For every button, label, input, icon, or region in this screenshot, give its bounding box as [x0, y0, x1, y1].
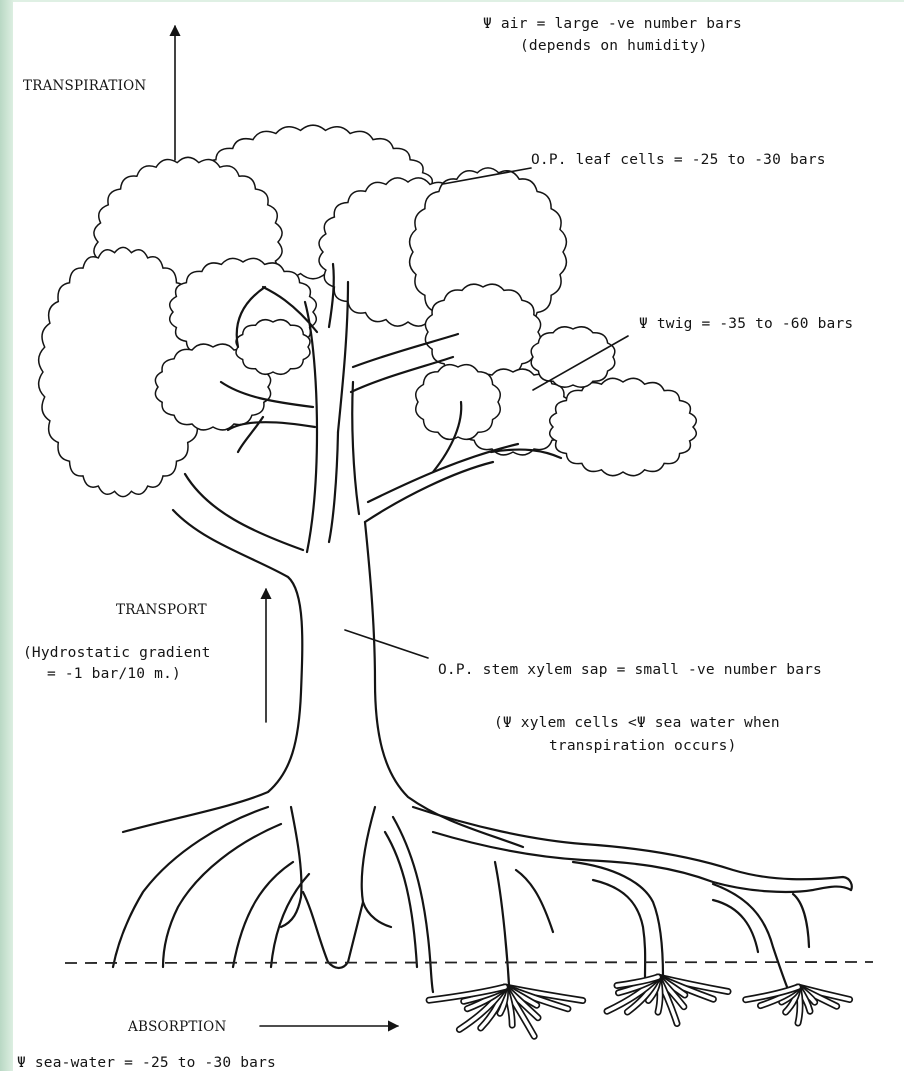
twig-potential-label: Ψ twig = -35 to -60 bars: [639, 314, 853, 334]
stem-xylem-leader: [345, 630, 428, 658]
tree-canopy: [39, 125, 697, 496]
air-humidity-note: (depends on humidity): [520, 36, 708, 56]
leaf-cluster: [550, 378, 697, 475]
hydrostatic-gradient-value: = -1 bar/10 m.): [47, 664, 181, 684]
prop-roots: [113, 807, 852, 1002]
xylem-note-line-2: transpiration occurs): [549, 736, 737, 756]
transport-label: TRANSPORT: [116, 600, 207, 620]
sea-water-potential-label: Ψ sea-water = -25 to -30 bars: [17, 1053, 276, 1071]
water-level-line: [65, 962, 873, 963]
air-potential-label: Ψ air = large -ve number bars: [483, 14, 742, 34]
hydrostatic-gradient-label: (Hydrostatic gradient: [23, 643, 211, 663]
leaf-cluster: [531, 327, 615, 387]
transpiration-label: TRANSPIRATION: [23, 76, 146, 96]
stem-xylem-label: O.P. stem xylem sap = small -ve number b…: [438, 660, 822, 680]
absorption-label: ABSORPTION: [128, 1017, 226, 1037]
leaf-cluster: [236, 320, 310, 375]
xylem-note-line-1: (Ψ xylem cells <Ψ sea water when: [494, 713, 780, 733]
diagram-canvas: Ψ air = large -ve number bars (depends o…: [13, 2, 904, 1071]
leaf-cells-label: O.P. leaf cells = -25 to -30 bars: [531, 150, 826, 170]
